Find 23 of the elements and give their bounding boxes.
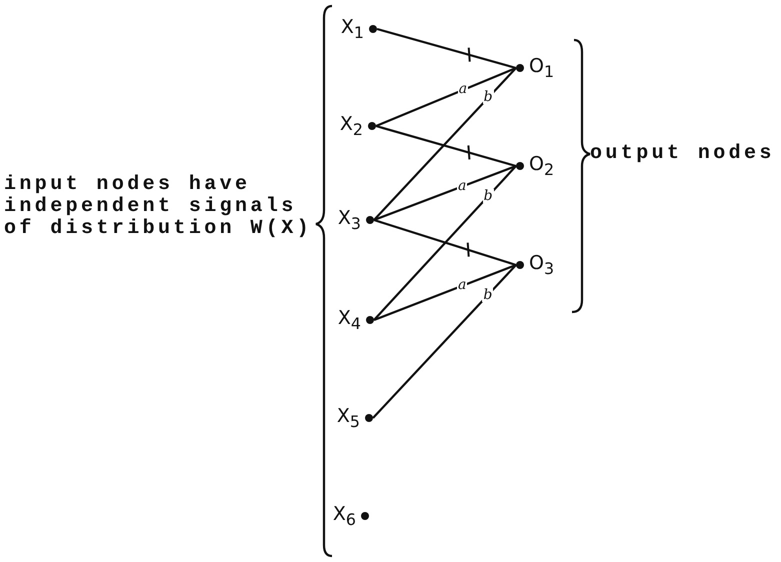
node-label: X$_{2}$ (340, 113, 363, 139)
node-label: O$_{1}$ (529, 55, 554, 81)
connector-line (374, 218, 516, 266)
edge-label: b (482, 288, 494, 302)
node-label: X$_{3}$ (338, 207, 361, 233)
connector-line (376, 28, 516, 70)
connector-line (372, 264, 517, 419)
node-label: X$_{6}$ (332, 503, 356, 529)
node-label: X$_{1}$ (340, 16, 364, 42)
node-label: O$_{2}$ (529, 153, 554, 179)
connector-line (376, 66, 516, 128)
node-label: O$_{3}$ (529, 252, 554, 278)
node-label: X$_{5}$ (336, 405, 360, 431)
edge-label: b (482, 90, 494, 104)
connector-line (374, 164, 516, 222)
connector-line (373, 67, 517, 221)
annotation-text: output nodes (590, 143, 776, 165)
connector-line (373, 165, 517, 321)
node-label: X$_{4}$ (338, 307, 361, 333)
edge-label: b (482, 188, 494, 203)
connector-line (374, 264, 516, 322)
connector-line (376, 124, 516, 168)
annotation-text: input nodes have independent signals of distribution W(X) (4, 174, 314, 240)
